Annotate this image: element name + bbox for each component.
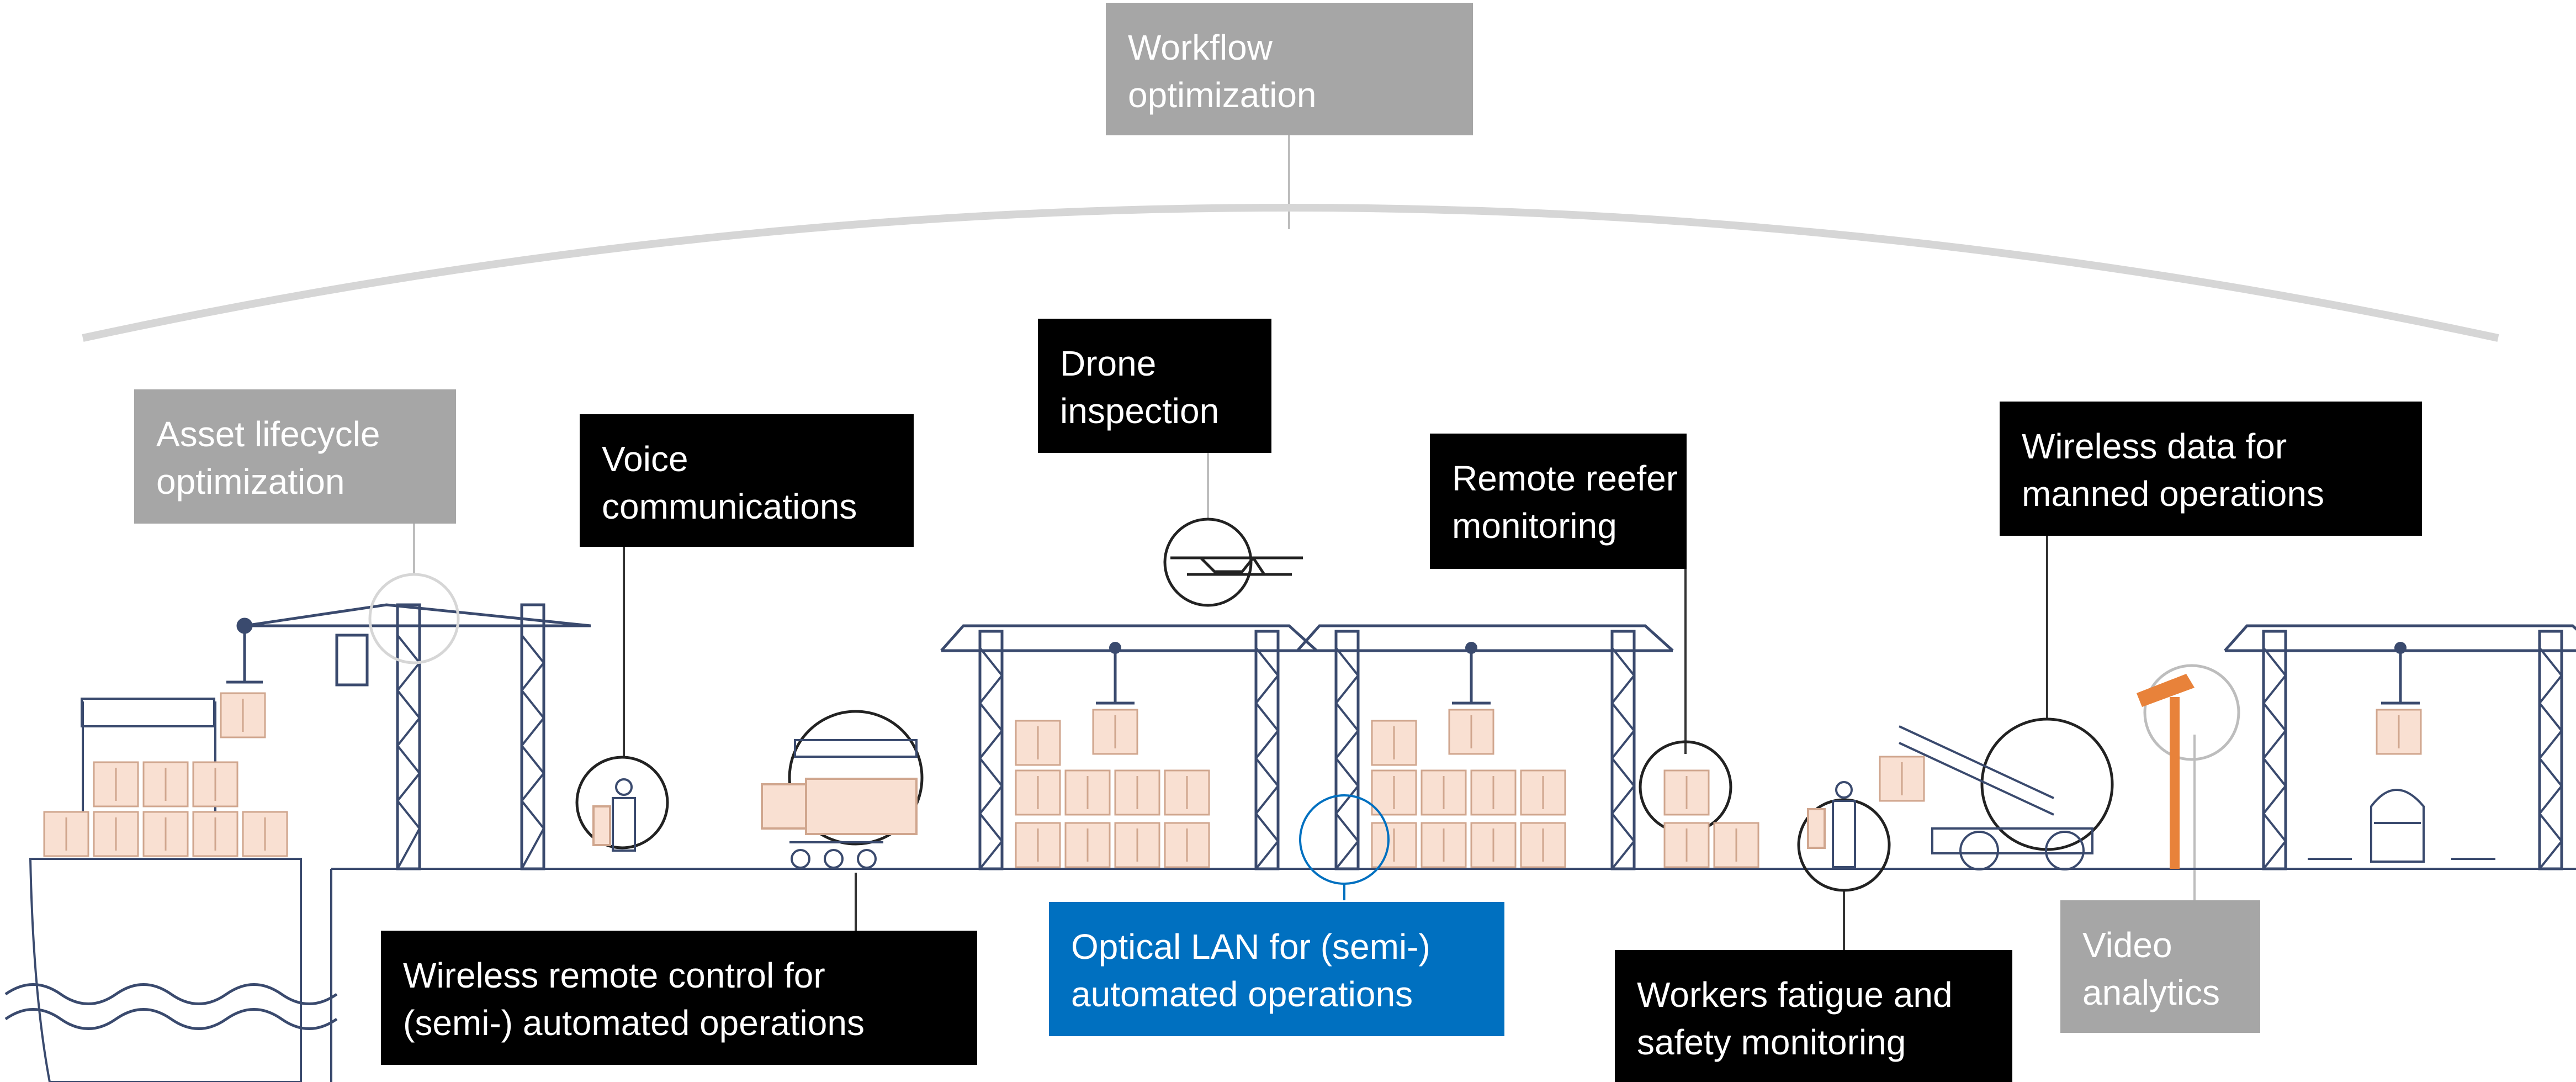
reefer-container-icon bbox=[1639, 740, 1759, 868]
gantry-crane-icon bbox=[1297, 626, 1673, 885]
gantry-crane-icon bbox=[941, 626, 1317, 869]
train-icon bbox=[2308, 789, 2495, 863]
gantry-crane-icon bbox=[2225, 626, 2576, 869]
camera-pole-icon bbox=[2137, 664, 2240, 869]
connector-lines bbox=[413, 135, 2196, 900]
workflow-arc bbox=[82, 204, 2499, 342]
worker-radio-icon bbox=[575, 756, 669, 852]
drone-icon bbox=[1163, 518, 1303, 607]
label-wireless-remote-control: Wireless remote control for(semi-) autom… bbox=[381, 931, 977, 1065]
quay bbox=[330, 868, 2576, 1082]
label-optical-lan: Optical LAN for (semi-)automated operati… bbox=[1049, 902, 1504, 1036]
reach-stacker-icon bbox=[1879, 717, 2114, 870]
water-waves bbox=[4, 983, 338, 1030]
ship-crane-icon bbox=[226, 573, 591, 870]
automated-vehicle-icon bbox=[761, 710, 924, 869]
worker-radio-icon bbox=[1797, 781, 1891, 892]
